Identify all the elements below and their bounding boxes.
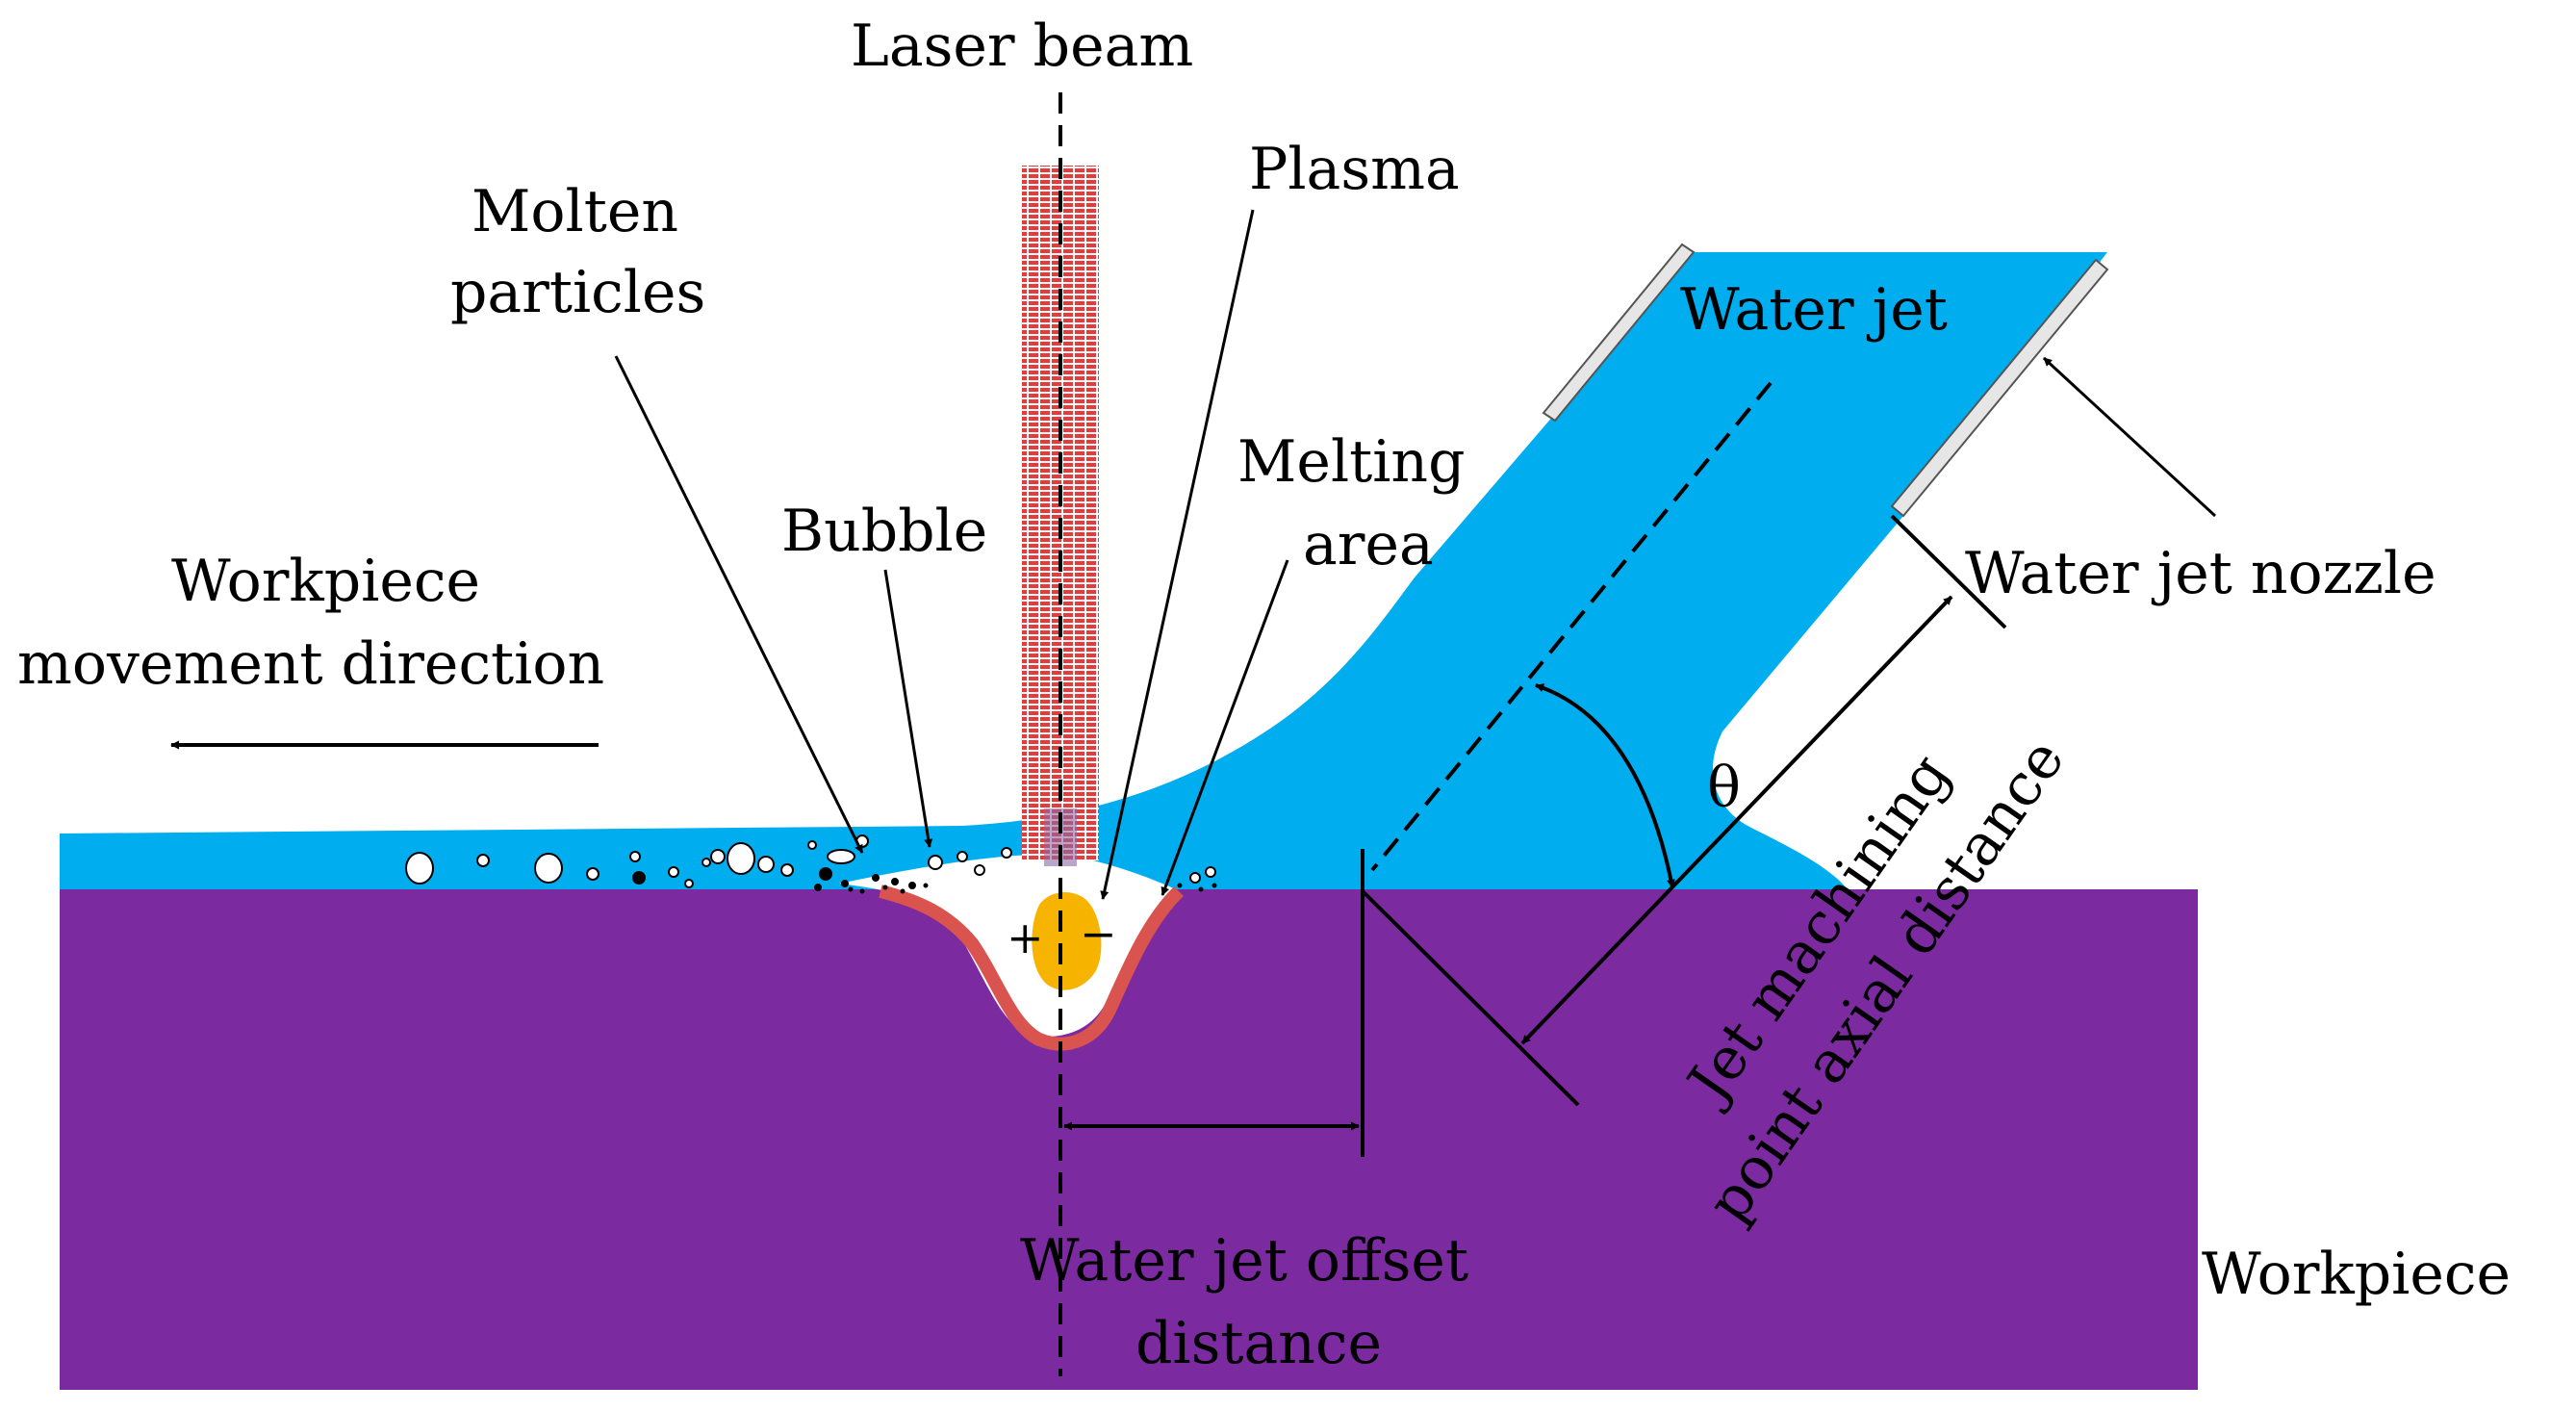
bubble-leader	[883, 569, 933, 848]
water-jet-nozzle-label: Water jet nozzle	[1965, 540, 2436, 607]
theta-angle-arc	[1535, 683, 1675, 888]
nozzle-wall-left	[1542, 243, 1696, 423]
bubble-label: Bubble	[781, 498, 987, 565]
plasma-label: Plasma	[1249, 136, 1460, 203]
particle-trail-dots	[848, 883, 1217, 894]
plasma-blob	[1032, 891, 1102, 990]
nozzle-wall-right	[1890, 258, 2109, 518]
water-jet-label: Water jet	[1680, 276, 1948, 344]
molten-particles-label-line2: particles	[450, 259, 705, 326]
melting-area-leader	[1160, 559, 1289, 896]
molten-particles-leader	[614, 355, 864, 854]
plasma-plus-sign: +	[1007, 911, 1044, 963]
movement-direction-label-line1: Workpiece	[171, 548, 480, 615]
nozzle-leader	[2042, 356, 2217, 518]
melting-area-label-line2: area	[1303, 511, 1434, 578]
molten-particles-label-line1: Molten	[472, 178, 678, 245]
plasma-leader	[1100, 209, 1255, 900]
melt-area-edge	[879, 885, 1184, 1051]
theta-label: θ	[1707, 755, 1741, 820]
workpiece-label: Workpiece	[2202, 1241, 2511, 1308]
melting-area-label-line1: Melting	[1237, 428, 1465, 496]
laser-beam	[1022, 166, 1099, 860]
plasma-minus-sign: −	[1080, 908, 1117, 960]
axial-reference-line-top	[1890, 514, 2007, 629]
offset-distance-label-line1: Water jet offset	[1020, 1227, 1468, 1295]
axial-reference-line-bottom	[1361, 889, 1580, 1107]
axial-distance-arrow	[1520, 595, 1953, 1045]
movement-direction-label-line2: movement direction	[17, 630, 604, 698]
laser-beam-label: Laser beam	[851, 13, 1193, 80]
bubbles-and-particles	[405, 834, 1216, 891]
offset-distance-label-line2: distance	[1135, 1310, 1382, 1377]
